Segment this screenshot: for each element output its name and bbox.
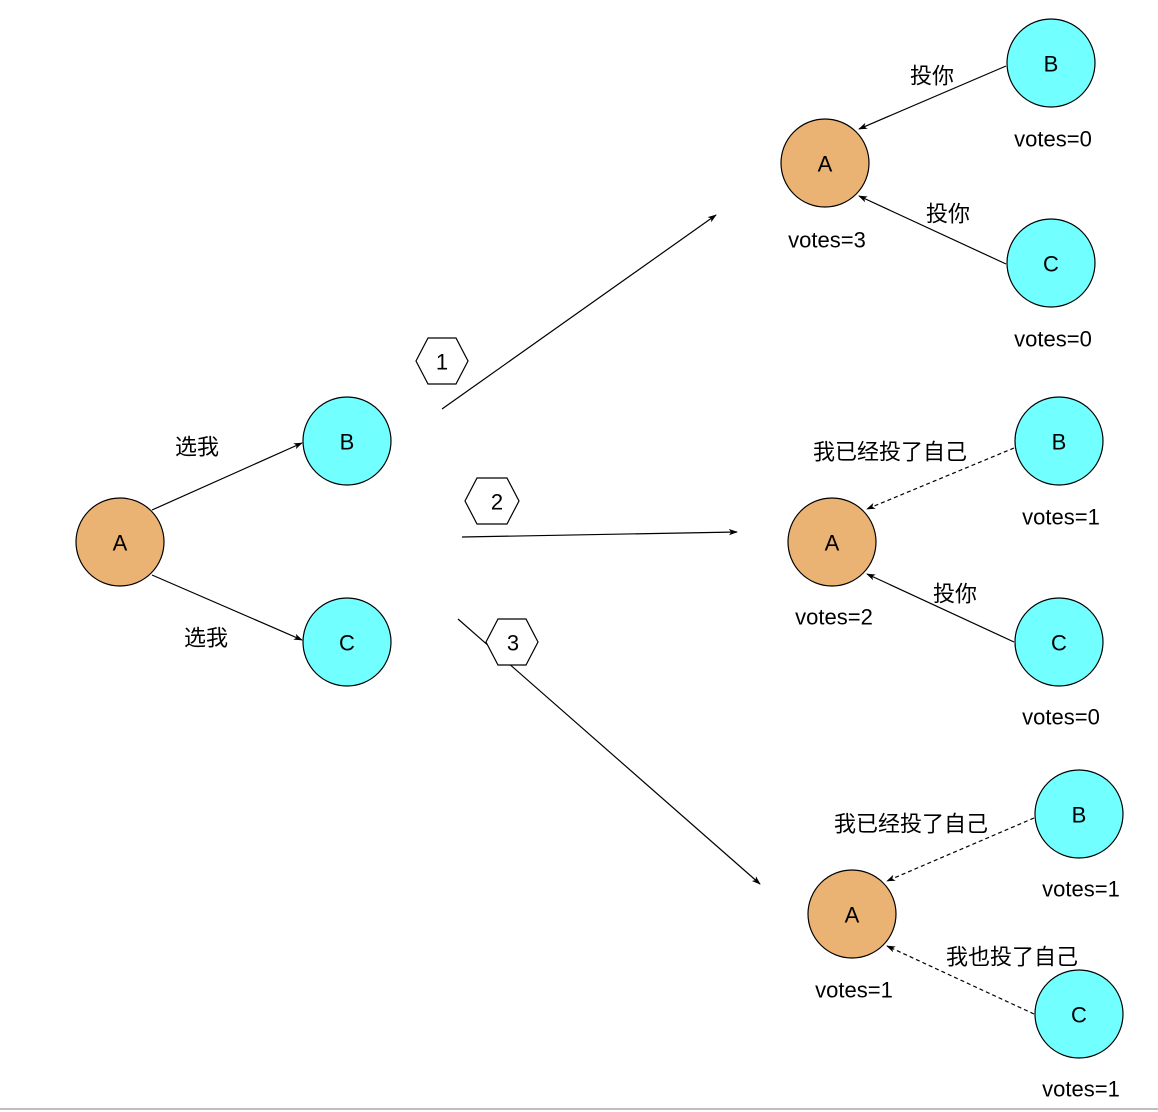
step-badge-1: 1	[415, 337, 469, 385]
s1-node-c	[1006, 218, 1096, 308]
s2-edge-c-to-a	[866, 573, 1015, 643]
s2-node-b-label: B	[1052, 430, 1067, 455]
edge-a-to-c-label: 选我	[184, 627, 228, 652]
bottom-divider	[0, 1108, 1158, 1110]
s2-edge-b-label: 我已经投了自己	[813, 441, 967, 466]
initial-state: 选我 选我 A B C	[75, 396, 392, 687]
s1-votes-a: votes=3	[788, 228, 866, 253]
branch-arrows: 1 2 3	[415, 214, 761, 885]
s1-node-a	[780, 118, 870, 208]
node-a-initial-label: A	[113, 531, 128, 556]
s1-votes-b: votes=0	[1014, 127, 1092, 152]
s2-votes-a: votes=2	[795, 605, 873, 630]
edge-a-to-b-label: 选我	[175, 436, 219, 461]
s3-votes-a: votes=1	[815, 978, 893, 1003]
s2-edge-b-to-a	[866, 447, 1015, 510]
s2-votes-b: votes=1	[1022, 505, 1100, 530]
s2-node-b	[1014, 396, 1104, 486]
s1-node-b-label: B	[1044, 52, 1059, 77]
scenario-2: 我已经投了自己 投你 A votes=2 B votes=1 C votes=0	[787, 396, 1104, 730]
step-badge-1-label: 1	[436, 350, 448, 375]
node-b-initial	[302, 396, 392, 486]
step-badge-2: 2	[464, 477, 520, 525]
s2-node-c	[1014, 597, 1104, 687]
s3-edge-b-to-a	[886, 817, 1035, 882]
s3-node-b-label: B	[1072, 803, 1087, 828]
s3-node-a-label: A	[845, 903, 860, 928]
s3-node-c	[1034, 969, 1124, 1059]
s1-node-c-label: C	[1043, 252, 1059, 277]
s3-edge-c-to-a	[886, 945, 1035, 1015]
s3-votes-b: votes=1	[1042, 877, 1120, 902]
node-c-initial	[302, 597, 392, 687]
edge-a-to-c	[151, 574, 303, 641]
node-b-initial-label: B	[340, 430, 355, 455]
step-badge-2-label: 2	[491, 490, 503, 515]
edge-a-to-b	[151, 442, 303, 511]
step-badge-3: 3	[485, 618, 539, 666]
s3-node-c-label: C	[1071, 1003, 1087, 1028]
s1-edge-b-to-a	[858, 65, 1007, 130]
s1-edge-c-to-a	[858, 195, 1007, 265]
scenario-3: 我已经投了自己 我也投了自己 A votes=1 B votes=1 C vot…	[807, 769, 1124, 1102]
s1-edge-b-label: 投你	[910, 65, 954, 90]
s1-edge-c-label: 投你	[926, 203, 970, 228]
branch-arrow-1	[441, 214, 717, 410]
node-c-initial-label: C	[339, 631, 355, 656]
s2-votes-c: votes=0	[1022, 705, 1100, 730]
s1-node-a-label: A	[818, 152, 833, 177]
s2-node-c-label: C	[1051, 631, 1067, 656]
s3-votes-c: votes=1	[1042, 1077, 1120, 1102]
s3-node-a	[807, 869, 897, 959]
s1-votes-c: votes=0	[1014, 327, 1092, 352]
s3-edge-b-label: 我已经投了自己	[834, 813, 988, 838]
s2-edge-c-label: 投你	[933, 583, 977, 608]
s3-node-b	[1034, 769, 1124, 859]
s1-node-b	[1006, 18, 1096, 108]
node-a-initial	[75, 497, 165, 587]
scenario-1: 投你 投你 A votes=3 B votes=0 C votes=0	[780, 18, 1096, 352]
s2-node-a	[787, 497, 877, 587]
s2-node-a-label: A	[825, 531, 840, 556]
step-badge-3-label: 3	[507, 631, 519, 656]
s3-edge-c-label: 我也投了自己	[946, 946, 1078, 971]
branch-arrow-2	[461, 528, 738, 538]
